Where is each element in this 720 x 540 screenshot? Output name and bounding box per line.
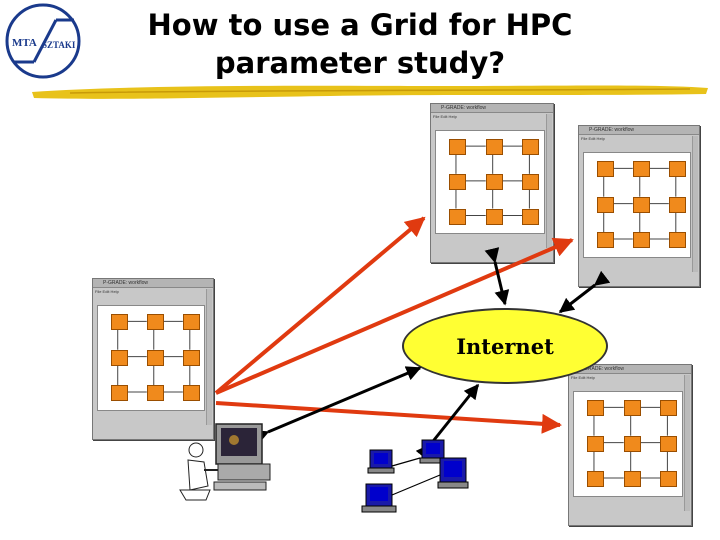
workflow-job-node[interactable] bbox=[668, 196, 686, 213]
workflow-job-node[interactable] bbox=[110, 349, 128, 366]
workflow-job-node[interactable] bbox=[146, 385, 164, 402]
scrollbar[interactable] bbox=[692, 136, 698, 272]
svg-text:SZTAKI: SZTAKI bbox=[42, 40, 76, 50]
window-titlebar[interactable]: P-GRADE: workflow bbox=[579, 126, 699, 135]
scrollbar[interactable] bbox=[206, 289, 212, 425]
workflow-job-node[interactable] bbox=[110, 385, 128, 402]
workflow-canvas[interactable] bbox=[435, 130, 545, 234]
slide-title: How to use a Grid for HPC parameter stud… bbox=[110, 6, 610, 82]
workflow-job-node[interactable] bbox=[485, 208, 503, 225]
workflow-job-node[interactable] bbox=[586, 471, 604, 488]
computer-icon bbox=[361, 483, 397, 513]
window-menubar[interactable]: File Edit Help bbox=[433, 114, 457, 119]
workflow-canvas[interactable] bbox=[97, 305, 205, 411]
workflow-job-node[interactable] bbox=[522, 208, 540, 225]
svg-text:MTA: MTA bbox=[12, 37, 37, 49]
workflow-job-node[interactable] bbox=[485, 139, 503, 156]
workflow-canvas[interactable] bbox=[583, 152, 691, 258]
workflow-job-node[interactable] bbox=[596, 196, 614, 213]
workflow-window-left[interactable]: P-GRADE: workflow File Edit Help bbox=[92, 278, 214, 440]
workflow-job-node[interactable] bbox=[146, 314, 164, 331]
workflow-job-node[interactable] bbox=[522, 139, 540, 156]
workflow-job-node[interactable] bbox=[632, 196, 650, 213]
workflow-job-node[interactable] bbox=[522, 173, 540, 190]
window-titlebar[interactable]: P-GRADE: workflow bbox=[93, 279, 213, 288]
black-arrow-top-window bbox=[484, 247, 510, 306]
workflow-job-node[interactable] bbox=[623, 400, 641, 417]
mta-sztaki-logo: MTA SZTAKI bbox=[5, 3, 81, 79]
red-arrow-to-right-window bbox=[215, 237, 574, 395]
scrollbar[interactable] bbox=[684, 375, 690, 511]
workflow-job-node[interactable] bbox=[660, 400, 678, 417]
workflow-connectors bbox=[455, 145, 530, 217]
workflow-job-node[interactable] bbox=[668, 232, 686, 249]
workflow-job-node[interactable] bbox=[596, 232, 614, 249]
workflow-job-node[interactable] bbox=[182, 314, 200, 331]
red-arrow-to-bottom-window bbox=[215, 401, 562, 434]
window-menubar[interactable]: File Edit Help bbox=[581, 136, 605, 141]
workflow-job-node[interactable] bbox=[146, 349, 164, 366]
workflow-job-node[interactable] bbox=[632, 232, 650, 249]
workflow-job-node[interactable] bbox=[668, 161, 686, 178]
workflow-canvas[interactable] bbox=[573, 391, 683, 497]
workflow-job-node[interactable] bbox=[586, 435, 604, 452]
computer-icon bbox=[367, 449, 395, 474]
workflow-job-node[interactable] bbox=[182, 385, 200, 402]
workflow-job-node[interactable] bbox=[110, 314, 128, 331]
internet-label: Internet bbox=[456, 334, 554, 359]
workflow-job-node[interactable] bbox=[660, 435, 678, 452]
workflow-window-top[interactable]: P-GRADE: workflow File Edit Help bbox=[430, 103, 554, 263]
workflow-job-node[interactable] bbox=[182, 349, 200, 366]
workflow-job-node[interactable] bbox=[448, 173, 466, 190]
workflow-job-node[interactable] bbox=[485, 173, 503, 190]
scrollbar[interactable] bbox=[546, 114, 552, 248]
window-menubar[interactable]: File Edit Help bbox=[571, 375, 595, 380]
workflow-job-node[interactable] bbox=[448, 139, 466, 156]
workflow-job-node[interactable] bbox=[623, 471, 641, 488]
workflow-connectors bbox=[117, 320, 191, 393]
title-line-1: How to use a Grid for HPC bbox=[147, 8, 573, 42]
workflow-job-node[interactable] bbox=[623, 435, 641, 452]
workflow-connectors bbox=[593, 406, 668, 479]
workflow-job-node[interactable] bbox=[596, 161, 614, 178]
title-line-2: parameter study? bbox=[214, 46, 506, 80]
red-arrow-to-top-window bbox=[214, 216, 426, 395]
workflow-job-node[interactable] bbox=[448, 208, 466, 225]
window-titlebar[interactable]: P-GRADE: workflow bbox=[431, 104, 553, 113]
workflow-connectors bbox=[603, 167, 677, 240]
title-underline bbox=[32, 85, 708, 99]
internet-cloud: Internet bbox=[402, 308, 608, 384]
black-arrow-workstation bbox=[252, 366, 422, 445]
black-arrow-computers bbox=[415, 383, 480, 461]
workflow-window-bottom-right[interactable]: P-GRADE: workflow File Edit Help bbox=[568, 364, 692, 526]
workflow-job-node[interactable] bbox=[632, 161, 650, 178]
workflow-job-node[interactable] bbox=[586, 400, 604, 417]
window-menubar[interactable]: File Edit Help bbox=[95, 289, 119, 294]
window-titlebar[interactable]: P-GRADE: workflow bbox=[569, 365, 691, 374]
computer-icon bbox=[437, 457, 469, 489]
black-arrow-right-window bbox=[558, 270, 611, 314]
workflow-job-node[interactable] bbox=[660, 471, 678, 488]
workstation-user-icon bbox=[179, 423, 271, 501]
workflow-window-right[interactable]: P-GRADE: workflow File Edit Help bbox=[578, 125, 700, 287]
